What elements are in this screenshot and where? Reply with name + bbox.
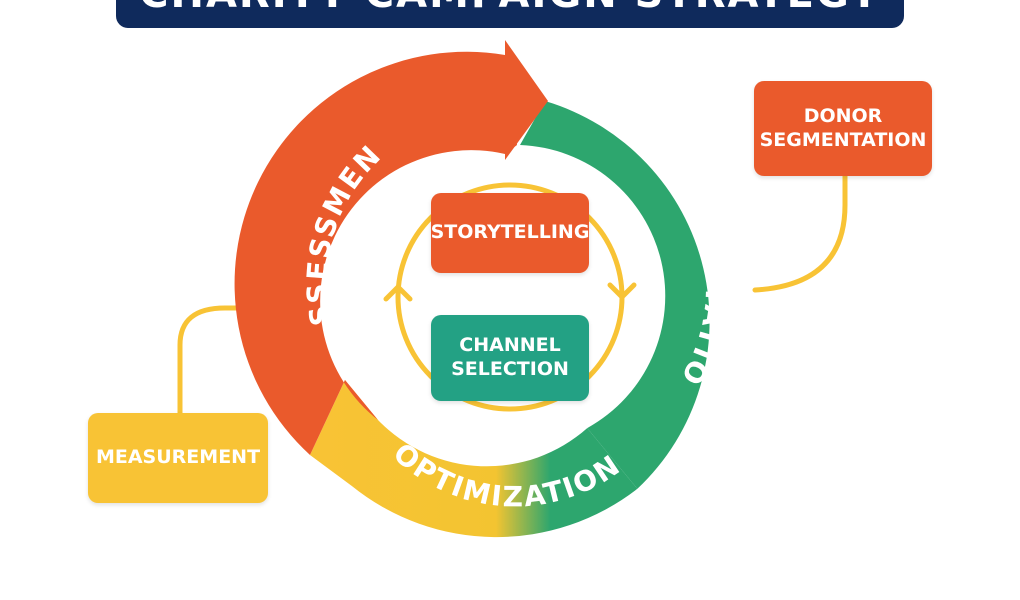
donor-segmentation-label: DONOR SEGMENTATION <box>759 104 927 151</box>
page-title: CHARITY CAMPAIGN STRATEGY <box>139 0 881 14</box>
ring-segment-optimization <box>310 380 638 538</box>
storytelling-label: STORYTELLING <box>430 221 590 244</box>
connector-donor-segmentation <box>752 169 848 293</box>
ring-segment-implementation <box>520 101 710 489</box>
ring-label-implementation: IMPLEMENTATION <box>0 0 732 392</box>
title-banner: CHARITY CAMPAIGN STRATEGY <box>116 0 904 28</box>
inner-loop-arrow-right <box>607 282 637 300</box>
channel-selection-label: CHANNEL SELECTION <box>451 334 569 380</box>
storytelling-box: STORYTELLING <box>431 193 589 273</box>
inner-loop-arrow-left <box>383 284 413 302</box>
measurement-box: MEASUREMENT <box>88 413 268 503</box>
arrow-head-assessment <box>505 40 548 160</box>
channel-selection-box: CHANNEL SELECTION <box>431 315 589 401</box>
connector-measurement <box>177 305 275 418</box>
donor-segmentation-box: DONOR SEGMENTATION <box>754 81 932 176</box>
measurement-label: MEASUREMENT <box>95 446 261 469</box>
ring-segment-assessment <box>234 51 517 455</box>
